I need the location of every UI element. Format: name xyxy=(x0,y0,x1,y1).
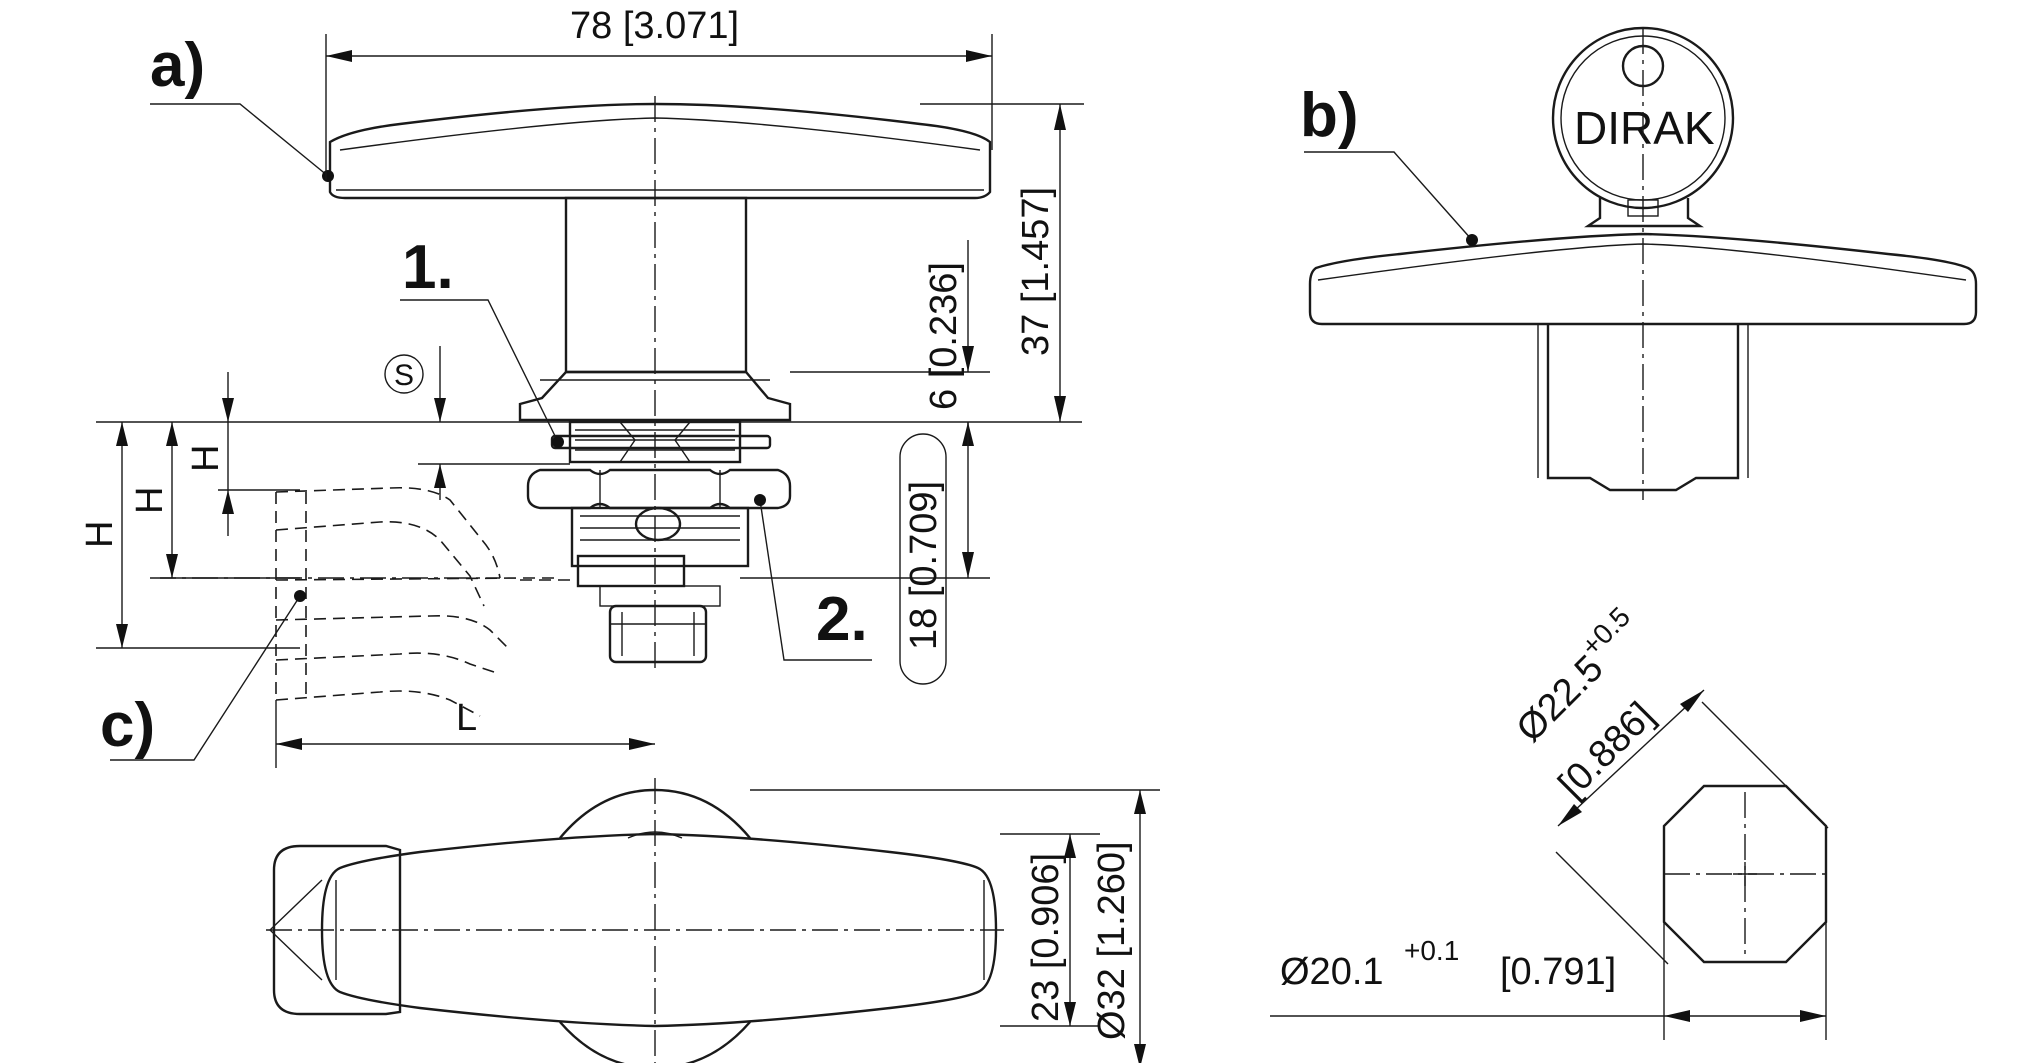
dim-width-78: 78 [3.071] xyxy=(325,5,993,180)
key-brand: DIRAK xyxy=(1574,102,1715,154)
stem xyxy=(564,196,748,374)
dim-height-37-label: 37 [1.457] xyxy=(1015,187,1057,356)
front-view: a) 1. 2. c) 78 [3.071] xyxy=(79,5,1084,768)
dim-dia-32-label: Ø32 [1.260] xyxy=(1091,841,1133,1040)
callout-c-label: c) xyxy=(100,691,155,760)
handle-outline-outer xyxy=(272,844,402,1016)
dim-height-18-label: 18 [0.709] xyxy=(903,481,945,650)
dim-dia-32: Ø32 [1.260] xyxy=(750,789,1160,1063)
dim-dia-20-1-label: Ø20.1 xyxy=(1280,951,1384,993)
callout-a-label: a) xyxy=(150,31,205,100)
handle-body xyxy=(320,832,998,1028)
dim-width-78-label: 78 [3.071] xyxy=(570,5,739,47)
dim-l: L xyxy=(275,697,655,768)
dim-height-6-label: 6 [0.236] xyxy=(923,262,965,410)
threaded-body xyxy=(568,420,742,464)
dim-s-label: S xyxy=(394,359,414,392)
callout-b-label: b) xyxy=(1300,81,1359,150)
dim-dia-20-1: Ø20.1 +0.1 [0.791] xyxy=(1270,922,1827,1040)
dim-width-23-label: 23 [0.906] xyxy=(1025,853,1067,1022)
dim-height-37: 37 [1.457] xyxy=(920,103,1084,422)
washer xyxy=(550,434,772,450)
t-handle-bar xyxy=(328,102,992,200)
dim-l-label: L xyxy=(456,697,477,739)
dim-width-23: 23 [0.906] xyxy=(1000,833,1100,1027)
nut xyxy=(526,468,792,510)
dim-height-6: 6 [0.236] xyxy=(790,240,990,446)
callout-1-label: 1. xyxy=(402,233,454,302)
cam xyxy=(576,554,686,588)
dim-h-middle-label: H xyxy=(129,487,171,514)
handle-b-bar xyxy=(1308,232,1978,326)
callout-1: 1. xyxy=(400,233,564,448)
top-view: 23 [0.906] Ø32 [1.260] xyxy=(266,778,1160,1063)
callout-c: c) xyxy=(100,590,306,761)
dim-h-outer-label: H xyxy=(79,521,121,548)
panel-cutout-view: Ø22.5 +0.5 [0.886] Ø20.1 +0.1 [0.791] xyxy=(1270,601,1829,1040)
callout-2-label: 2. xyxy=(816,585,868,654)
dim-s: S xyxy=(384,346,570,500)
dim-height-18: 18 [0.709] xyxy=(740,422,990,685)
dim-h-inner-label: H xyxy=(185,445,227,472)
callout-a: a) xyxy=(150,31,334,182)
view-b-keyed: DIRAK b) xyxy=(1300,26,1978,500)
bolt xyxy=(608,604,708,664)
callout-b: b) xyxy=(1300,81,1478,246)
callout-2: 2. xyxy=(754,494,872,661)
dim-h: H H H xyxy=(79,372,300,649)
cam-positions-hidden xyxy=(275,486,575,717)
dim-dia-20-1-tol: +0.1 xyxy=(1404,935,1459,966)
dim-dia-20-1-inch: [0.791] xyxy=(1500,951,1616,993)
